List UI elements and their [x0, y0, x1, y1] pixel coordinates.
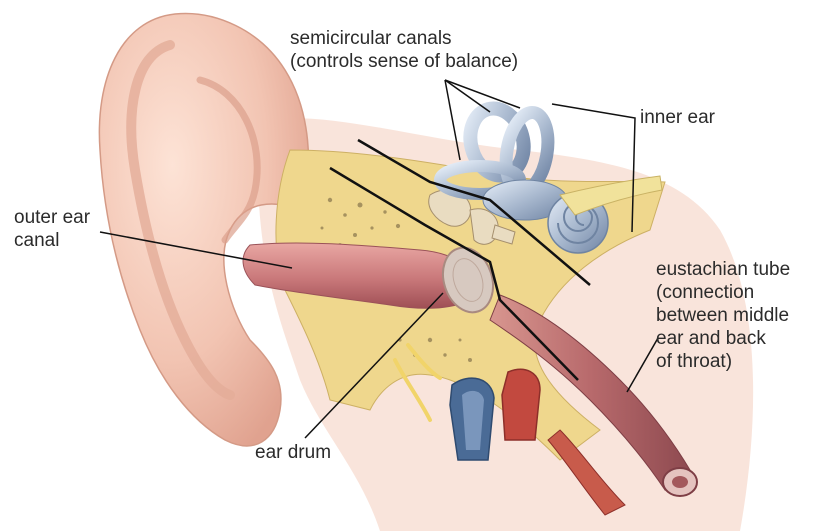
label-semicircular-canals: semicircular canals (controls sense of b… [290, 27, 518, 73]
label-ear-drum: ear drum [255, 441, 331, 464]
label-inner-ear: inner ear [640, 106, 715, 129]
carotid-artery [502, 369, 540, 440]
label-outer-ear-canal: outer ear canal [14, 206, 90, 252]
label-eustachian-tube: eustachian tube (connection between midd… [656, 258, 790, 373]
